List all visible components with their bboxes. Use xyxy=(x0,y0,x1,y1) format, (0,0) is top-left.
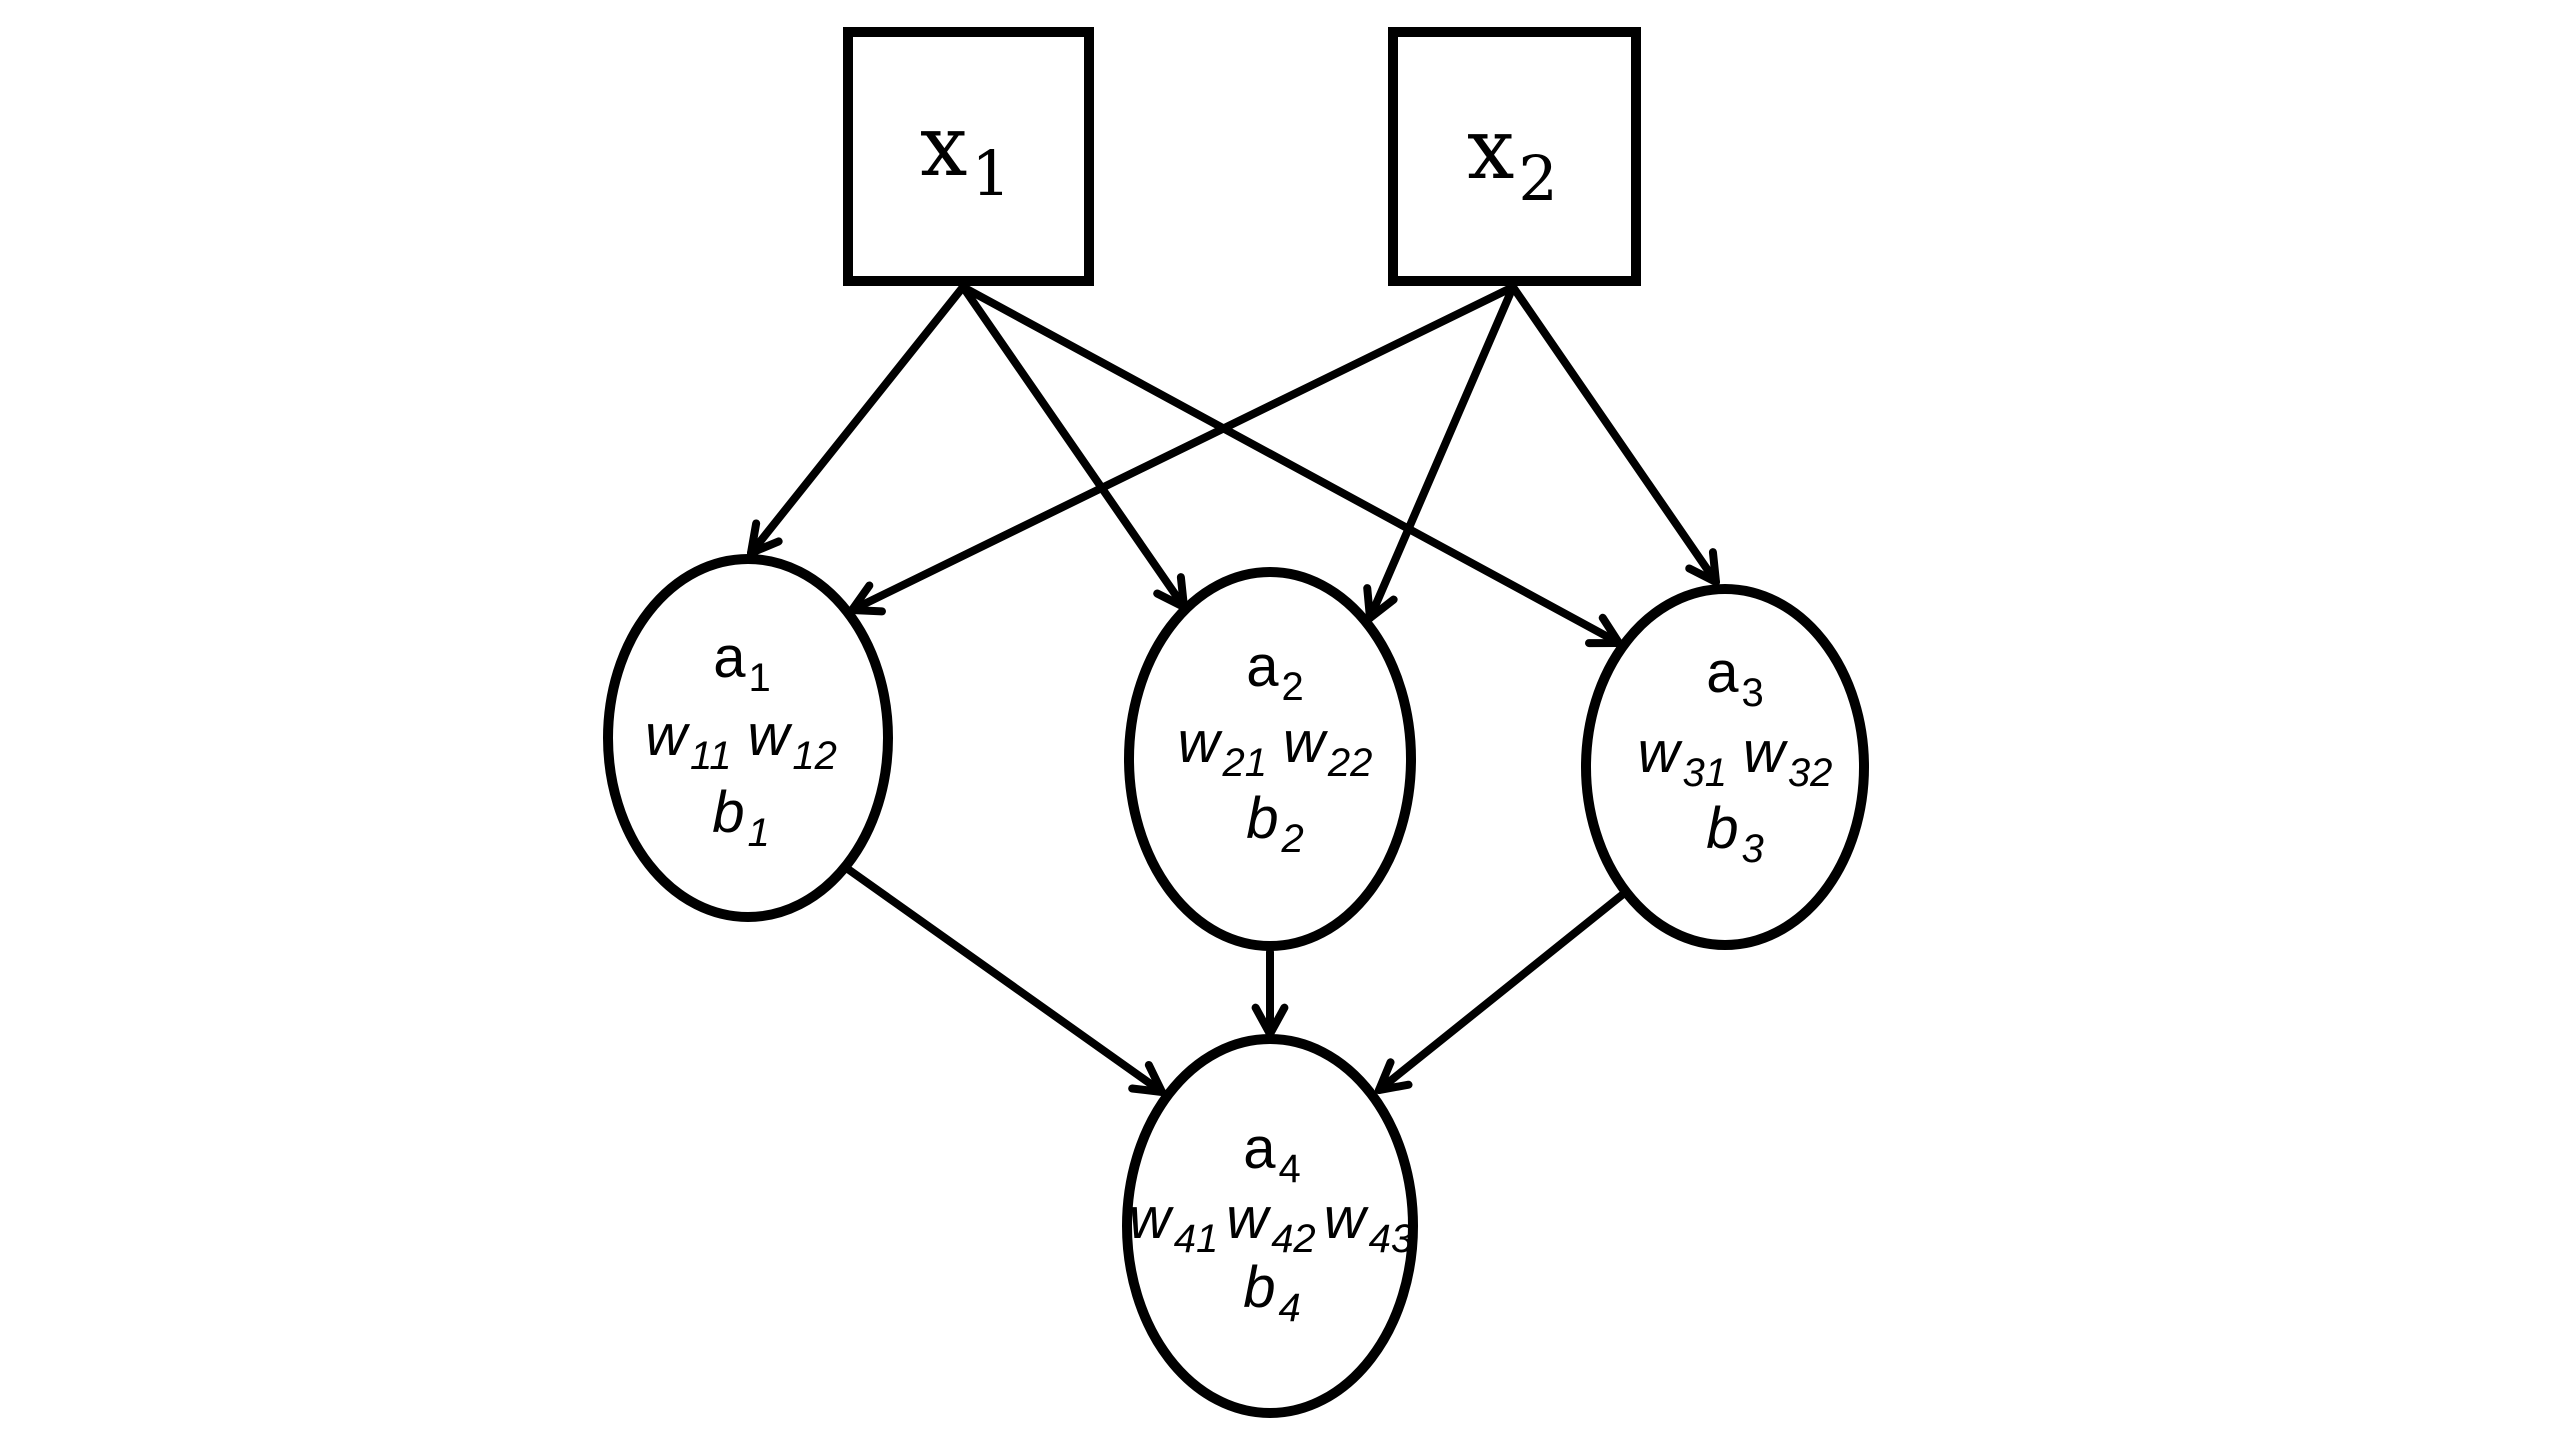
activation-subscript: 4 xyxy=(1279,1147,1301,1191)
weight-symbol: w xyxy=(1324,1186,1369,1251)
edge-x1-to-a3 xyxy=(959,283,1623,648)
input-node-x2: x2 xyxy=(1388,27,1641,286)
weight-subscript: 22 xyxy=(1327,741,1373,785)
bias-subscript: 4 xyxy=(1279,1286,1301,1330)
activation-subscript: 1 xyxy=(749,656,771,700)
activation-symbol: a xyxy=(1706,640,1739,705)
arrowhead-icon xyxy=(1363,584,1398,622)
weight-symbol: w xyxy=(1226,1186,1271,1251)
weight-subscript: 32 xyxy=(1788,751,1833,795)
edge-line xyxy=(1509,283,1720,586)
neuron-ellipse-a3 xyxy=(1581,584,1869,950)
input-label-x2: x2 xyxy=(1467,100,1558,215)
weight-subscript: 21 xyxy=(1222,741,1268,785)
weight-subscript: 42 xyxy=(1271,1217,1316,1261)
edge-a3-to-a4 xyxy=(1375,891,1626,1094)
arrowhead-icon xyxy=(1128,1061,1166,1096)
input-box-x1 xyxy=(843,27,1094,286)
weight-symbol: w xyxy=(1743,720,1788,785)
activation-subscript: 2 xyxy=(1282,665,1304,709)
arrowhead-icon xyxy=(747,519,783,557)
activation-label: a3 xyxy=(1706,640,1764,715)
neuron-ellipse-a4 xyxy=(1122,1034,1418,1418)
edge-x2-to-a1 xyxy=(848,283,1517,616)
weight-subscript: 12 xyxy=(792,734,837,778)
weight-symbol: w xyxy=(748,703,793,768)
edge-line xyxy=(841,863,1166,1096)
edge-line xyxy=(1366,283,1517,622)
edges xyxy=(747,283,1720,1096)
input-subscript: 2 xyxy=(1518,142,1557,215)
arrowhead-icon xyxy=(1685,548,1720,586)
weight-symbol: w xyxy=(1129,1186,1174,1251)
bias-subscript: 2 xyxy=(1281,817,1304,861)
bias-label: b3 xyxy=(1706,796,1764,871)
weight-symbol: w xyxy=(1178,710,1223,775)
weight-symbol: w xyxy=(645,703,690,768)
bias-symbol: b xyxy=(1706,796,1738,861)
input-node-x1: x1 xyxy=(843,27,1094,286)
bias-label: b2 xyxy=(1246,786,1304,861)
edge-line xyxy=(848,283,1517,614)
edge-x1-to-a2 xyxy=(959,283,1188,611)
weight-symbol: w xyxy=(1638,720,1683,785)
edge-line xyxy=(747,283,967,557)
activation-subscript: 3 xyxy=(1742,671,1764,715)
bias-symbol: b xyxy=(712,780,744,845)
weight-subscript: 31 xyxy=(1683,751,1728,795)
bias-subscript: 3 xyxy=(1742,827,1764,871)
activation-label: a1 xyxy=(713,625,771,700)
activation-symbol: a xyxy=(1243,1116,1276,1181)
edge-a2-to-a4 xyxy=(1251,948,1289,1038)
bias-label: b4 xyxy=(1243,1255,1301,1330)
neuron-ellipse-a1 xyxy=(603,554,893,922)
arrowhead-icon xyxy=(1585,613,1623,648)
arrowhead-icon xyxy=(1375,1058,1413,1094)
input-subscript: 1 xyxy=(971,137,1010,210)
edge-line xyxy=(959,283,1188,611)
activation-label: a2 xyxy=(1246,634,1304,709)
weight-subscript: 43 xyxy=(1369,1217,1414,1261)
bias-subscript: 1 xyxy=(748,811,770,855)
edge-x1-to-a1 xyxy=(747,283,967,557)
input-label-x1: x1 xyxy=(920,97,1011,210)
edge-x2-to-a3 xyxy=(1509,283,1720,586)
bias-label: b1 xyxy=(712,780,770,855)
edge-line xyxy=(1375,891,1626,1094)
input-symbol: x xyxy=(920,97,967,195)
edge-x2-to-a2 xyxy=(1363,283,1517,622)
activation-symbol: a xyxy=(1246,634,1279,699)
activation-symbol: a xyxy=(713,625,746,690)
bias-symbol: b xyxy=(1243,1255,1275,1320)
edge-a1-to-a4 xyxy=(841,863,1166,1096)
input-box-x2 xyxy=(1388,27,1641,286)
bias-symbol: b xyxy=(1246,786,1278,851)
weight-subscript: 41 xyxy=(1174,1217,1219,1261)
weight-symbol: w xyxy=(1283,710,1328,775)
input-symbol: x xyxy=(1467,100,1514,198)
weight-subscript: 11 xyxy=(690,734,732,778)
activation-label: a4 xyxy=(1243,1116,1301,1191)
neuron-ellipse-a2 xyxy=(1124,567,1416,951)
edge-line xyxy=(959,283,1623,647)
